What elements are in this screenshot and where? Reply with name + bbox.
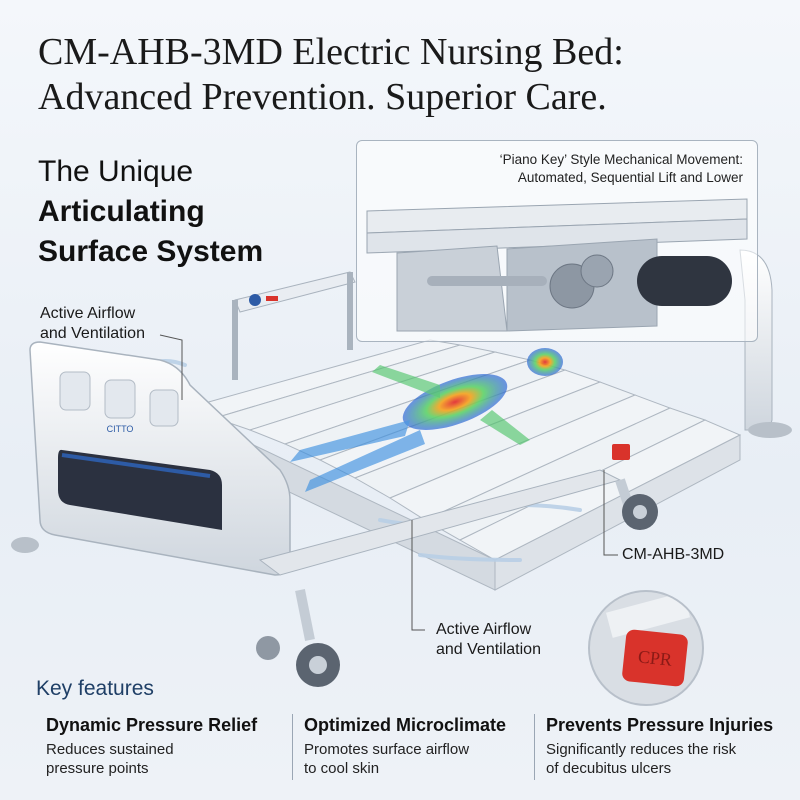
brand-logo: CITTO — [107, 424, 134, 434]
feature-optimized-microclimate: Optimized Microclimate Promotes surface … — [304, 714, 544, 778]
mechanism-inset: ‘Piano Key’ Style Mechanical Movement: A… — [356, 140, 758, 342]
cpr-button: CPR — [621, 628, 689, 688]
feature-description: Significantly reduces the risk of decubi… — [546, 740, 786, 778]
rail-button-icon — [249, 294, 261, 306]
callout-line-airflow-top — [159, 334, 183, 400]
callout-airflow-bottom-line-1: Active Airflow — [436, 621, 532, 638]
callout-model: CM-AHB-3MD — [622, 546, 725, 563]
rail-latch-icon — [266, 296, 278, 301]
page-title-line-2: Advanced Prevention. Superior Care. — [38, 76, 607, 118]
mechanism-caption-line-2: Automated, Sequential Lift and Lower — [517, 170, 743, 185]
subhead-line-1: The Unique — [38, 155, 194, 188]
feature-title: Optimized Microclimate — [304, 715, 507, 735]
mechanism-caption: ‘Piano Key’ Style Mechanical Movement: A… — [500, 151, 743, 187]
page-title: CM-AHB-3MD Electric Nursing Bed: Advance… — [38, 30, 778, 120]
callout-airflow-top-line-1: Active Airflow — [40, 305, 136, 322]
mechanism-illustration — [366, 198, 748, 332]
head-pad-left — [11, 537, 39, 553]
callout-airflow-bottom: Active Airflow and Ventilation — [436, 620, 541, 660]
side-rail-top — [234, 271, 356, 313]
callout-airflow-top: Active Airflow and Ventilation — [40, 304, 145, 344]
mechanism-caption-line-1: ‘Piano Key’ Style Mechanical Movement: — [499, 152, 743, 167]
feature-description-line-1: Promotes surface airflow — [304, 741, 470, 758]
subhead-line-3: Surface System — [38, 235, 264, 268]
head-board-handle-2 — [104, 379, 136, 419]
caster-wheels — [256, 494, 658, 687]
key-features-title: Key features — [36, 677, 154, 700]
feature-description: Promotes surface airflow to cool skin — [304, 740, 544, 778]
callout-line-airflow-bottom — [411, 520, 425, 631]
cpr-handle-icon — [612, 444, 630, 460]
page-title-line-1: CM-AHB-3MD Electric Nursing Bed: — [38, 31, 624, 73]
head-board-accent-line — [61, 453, 211, 478]
feature-description-line-2: pressure points — [46, 760, 149, 777]
feature-description: Reduces sustained pressure points — [46, 740, 286, 778]
callout-line-model — [603, 470, 618, 556]
callout-airflow-bottom-line-2: and Ventilation — [436, 641, 541, 658]
feature-prevents-pressure-injuries: Prevents Pressure Injuries Significantly… — [546, 714, 786, 778]
feature-divider-1 — [292, 714, 293, 780]
feature-description-line-2: to cool skin — [304, 760, 380, 777]
feature-title: Dynamic Pressure Relief — [46, 715, 258, 735]
feature-description-line-2: of decubitus ulcers — [546, 760, 672, 777]
subhead-line-2: Articulating — [38, 195, 205, 228]
deck-end-panel — [494, 434, 741, 591]
side-rail-posts — [232, 272, 353, 380]
head-board-handle-3 — [149, 389, 179, 427]
feature-description-line-1: Significantly reduces the risk — [546, 741, 737, 758]
actuator-cylinder — [637, 256, 732, 306]
callout-airflow-top-line-2: and Ventilation — [40, 325, 145, 342]
head-board — [29, 341, 291, 576]
head-board-handle-1 — [59, 371, 91, 411]
feature-dynamic-pressure-relief: Dynamic Pressure Relief Reduces sustaine… — [46, 714, 286, 778]
heatmap-body — [290, 348, 563, 492]
feature-divider-2 — [534, 714, 535, 780]
foot-pad-right — [748, 422, 792, 438]
cpr-zoom-detail: CPR — [588, 590, 704, 706]
feature-description-line-1: Reduces sustained — [46, 741, 174, 758]
feature-title: Prevents Pressure Injuries — [546, 715, 774, 735]
section-subhead: The Unique Articulating Surface System — [38, 152, 338, 272]
